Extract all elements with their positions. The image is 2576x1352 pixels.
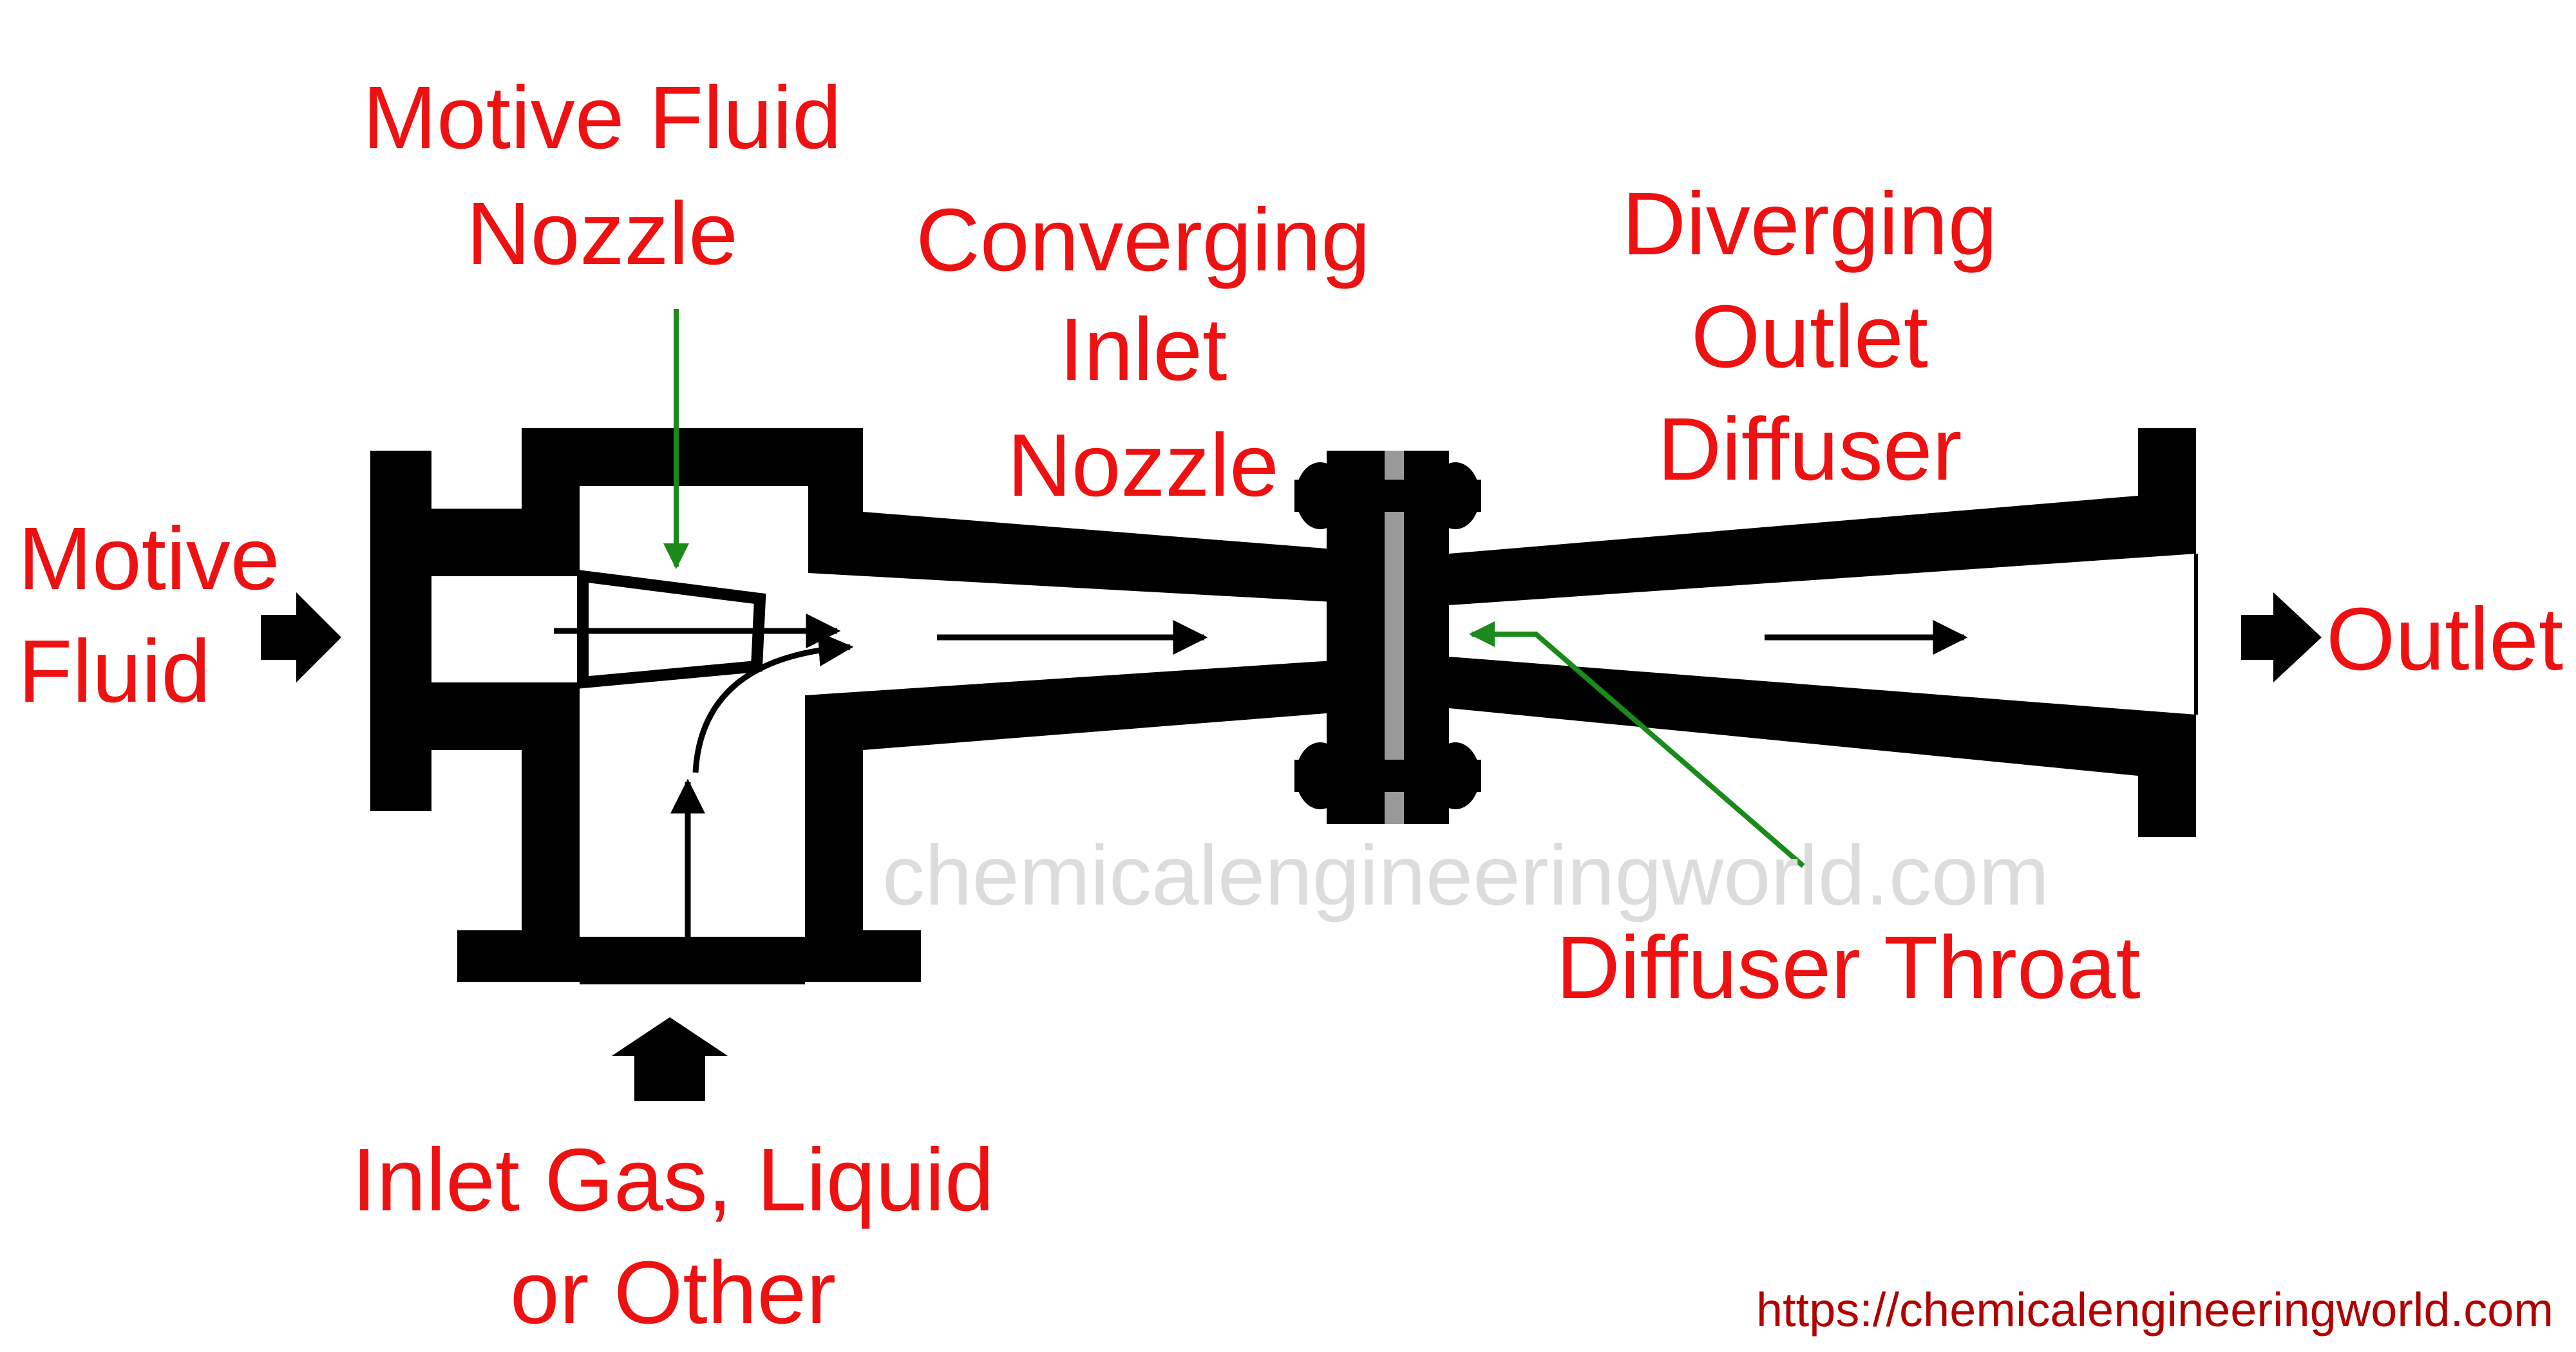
source-url: https://chemicalengineeringworld.com [1756,1283,2553,1337]
label-converging-inlet-nozzle: Converging Inlet Nozzle [916,191,1370,515]
label-outlet: Outlet [2326,590,2563,689]
svg-text:Diverging: Diverging [1622,174,1998,274]
flow-arrows [554,614,1968,937]
flange-bolts [1294,462,1481,809]
motive-fluid-nozzle [577,569,766,689]
svg-text:Nozzle: Nozzle [1007,416,1279,515]
svg-text:Motive Fluid: Motive Fluid [363,68,842,167]
watermark: chemicalengineeringworld.com [882,828,2049,923]
label-inlet-gas: Inlet Gas, Liquid or Other [352,1131,994,1342]
svg-text:Nozzle: Nozzle [466,184,738,283]
label-motive-fluid-nozzle: Motive Fluid Nozzle [363,68,842,283]
label-diverging-outlet-diffuser: Diverging Outlet Diffuser [1622,174,1998,499]
diffuser-top-wall [1449,428,2196,605]
inlet-gas-block-arrow [612,1017,728,1101]
ejector-body [370,428,2198,984]
flow-arrow-suction-curve [692,632,854,773]
body-bottom-wall [370,657,1391,982]
body-top-wall [370,428,1391,605]
outlet-block-arrow [2241,592,2322,682]
label-motive-fluid: Motive Fluid [18,509,279,721]
svg-text:or Other: or Other [510,1243,836,1342]
svg-text:Converging: Converging [916,191,1370,290]
svg-text:Inlet Gas, Liquid: Inlet Gas, Liquid [352,1131,994,1230]
svg-text:Outlet: Outlet [1691,287,1928,386]
svg-text:Inlet: Inlet [1059,300,1227,399]
svg-text:Diffuser: Diffuser [1658,400,1962,499]
diffuser-bottom-wall [1449,657,2196,837]
throat-leader-line [1469,621,1805,868]
motive-fluid-block-arrow [261,592,341,682]
svg-text:Motive: Motive [18,509,279,608]
svg-text:Fluid: Fluid [18,622,211,721]
label-diffuser-throat: Diffuser Throat [1556,918,2141,1017]
